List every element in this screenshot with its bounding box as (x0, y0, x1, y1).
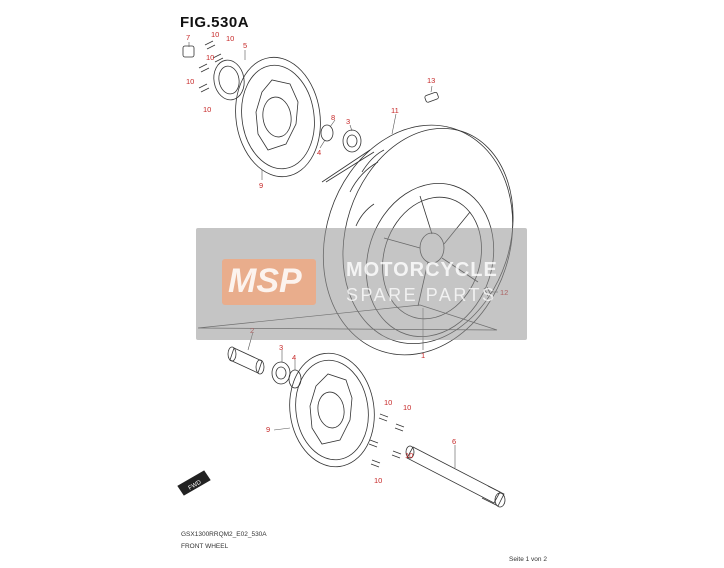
callout-10: 10 (405, 451, 413, 460)
watermark-line-1: MOTORCYCLE (346, 259, 498, 281)
callout-10: 10 (206, 53, 214, 62)
front-axle (405, 445, 506, 508)
callout-7: 7 (186, 33, 190, 42)
section-name: FRONT WHEEL (181, 543, 229, 550)
callout-11: 11 (391, 106, 399, 115)
model-code: GSX1300RRQM2_E02_530A (181, 531, 267, 538)
callout-4: 4 (317, 148, 321, 157)
callout-4: 4 (292, 353, 296, 362)
figure-title: FIG.530A (180, 14, 250, 31)
callout-9: 9 (266, 425, 270, 434)
upper-bearing-set (320, 124, 362, 153)
disc-ring (213, 59, 245, 101)
upper-bolts (198, 40, 224, 93)
fwd-badge: FWD (177, 470, 211, 496)
callout-8: 8 (331, 113, 335, 122)
page-indicator: Seite 1 von 2 (509, 556, 547, 563)
callout-9: 9 (259, 181, 263, 190)
callout-10: 10 (186, 77, 194, 86)
callout-6: 6 (452, 437, 456, 446)
callout-leaders (188, 42, 498, 468)
callout-3: 3 (346, 117, 350, 126)
callout-10: 10 (374, 476, 382, 485)
callout-3: 3 (279, 343, 283, 352)
lower-brake-disc (289, 352, 375, 468)
cap (182, 45, 195, 58)
watermark-line-2: SPARE PARTS (346, 285, 497, 305)
callout-10: 10 (384, 398, 392, 407)
upper-brake-disc (235, 56, 321, 178)
watermark-logo-box (222, 259, 316, 305)
callout-10: 10 (203, 105, 211, 114)
watermark-logo: MSP (228, 262, 302, 300)
lower-bolts (368, 413, 405, 468)
balance-weight (424, 91, 439, 103)
callout-1: 1 (421, 351, 425, 360)
callout-13: 13 (427, 76, 435, 85)
callout-10: 10 (226, 34, 234, 43)
spacer-tube (227, 346, 265, 375)
callout-10: 10 (211, 30, 219, 39)
callout-5: 5 (243, 41, 247, 50)
callout-10: 10 (403, 403, 411, 412)
